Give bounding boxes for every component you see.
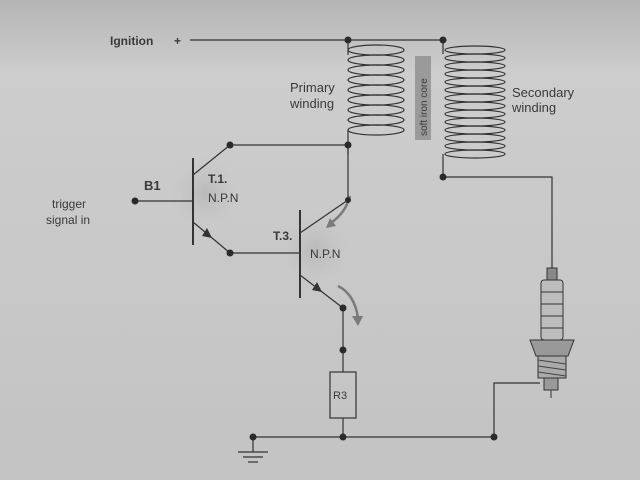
t3-type-label: N.P.N [310, 247, 340, 261]
ground-symbol [238, 451, 268, 463]
r3-label: R3 [333, 390, 347, 402]
t3-shade [275, 210, 355, 290]
t1-emitter-arrow [202, 228, 212, 238]
b1-label: B1 [144, 178, 161, 193]
primary-label-line1: Primary [290, 80, 335, 95]
secondary-label-line1: Secondary [512, 85, 575, 100]
soft-iron-core-label: soft iron core [419, 78, 430, 136]
primary-label-line2: winding [289, 96, 334, 111]
t1-collector [192, 144, 231, 176]
trigger-label-line1: trigger [52, 197, 86, 211]
ignition-plus-label: + [174, 34, 181, 48]
t3-collector [299, 199, 349, 234]
t3-label: T.3. [273, 229, 292, 243]
secondary-label-line2: winding [511, 100, 556, 115]
t1-type-label: N.P.N [208, 191, 238, 205]
trigger-label-line2: signal in [46, 213, 90, 227]
spark-plug [529, 267, 575, 398]
t3-emitter-arrow [312, 282, 322, 292]
junction-dots [131, 36, 498, 441]
soft-iron-core-bar [415, 56, 431, 140]
plug-ground-wire [493, 382, 540, 437]
t1-shade [165, 153, 245, 233]
ignition-label: Ignition [110, 34, 153, 48]
t1-label: T.1. [208, 172, 227, 186]
secondary-to-plug-wire [443, 176, 553, 272]
secondary-winding-coil [444, 45, 506, 159]
